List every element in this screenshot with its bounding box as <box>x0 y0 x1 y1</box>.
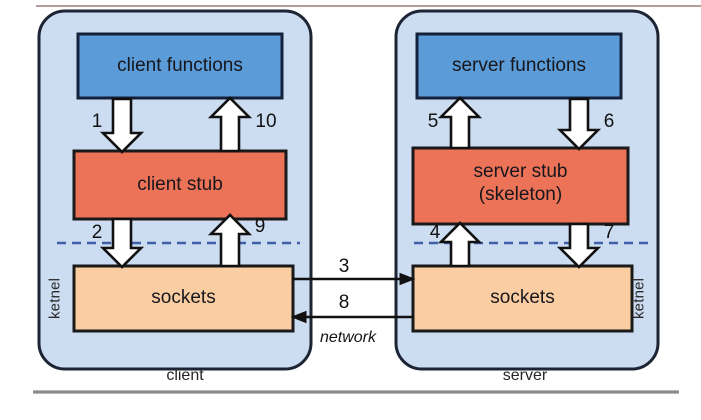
arrow-6-down <box>556 97 602 151</box>
client-functions-box <box>76 32 284 100</box>
server-sockets-label: sockets <box>490 287 555 308</box>
client-stub-box <box>72 149 288 221</box>
arrow-number-4: 4 <box>429 222 441 243</box>
server-functions-label: server functions <box>451 55 587 76</box>
network-reply-number: 8 <box>338 292 350 313</box>
network-request-arrowhead <box>399 272 416 286</box>
arrow-4-up <box>437 221 483 268</box>
arrow-7-down <box>556 222 602 269</box>
server-bottom-label: server <box>502 367 548 384</box>
network-reply-arrowhead <box>290 310 307 324</box>
client-functions-label: client functions <box>117 55 243 76</box>
server-stub-label-line1: server stub <box>473 161 568 182</box>
arrow-10-up <box>207 96 253 153</box>
network-label: network <box>319 329 377 346</box>
server-stub-box <box>411 146 630 226</box>
server-stub-label-line2: (skeleton) <box>478 184 563 205</box>
server-kernel-side-label: ketnel <box>630 277 648 320</box>
client-sockets-label: sockets <box>151 287 216 308</box>
server-functions-box <box>415 32 623 100</box>
arrow-2-down <box>99 217 145 269</box>
arrow-9-up <box>207 213 253 268</box>
arrow-1-down <box>99 97 145 154</box>
arrow-number-2: 2 <box>91 222 103 243</box>
client-stub-label: client stub <box>137 174 223 195</box>
arrow-number-5: 5 <box>427 111 439 132</box>
arrow-5-up <box>437 96 483 150</box>
arrow-number-9: 9 <box>254 216 266 237</box>
client-kernel-side-label: ketnel <box>46 277 64 320</box>
client-bottom-label: client <box>166 367 204 384</box>
network-request-number: 3 <box>338 256 350 277</box>
arrow-number-6: 6 <box>603 111 615 132</box>
server-sockets-box <box>411 264 634 333</box>
arrow-number-10: 10 <box>255 111 277 132</box>
arrow-number-7: 7 <box>603 222 615 243</box>
arrow-number-1: 1 <box>91 111 103 132</box>
client-sockets-box <box>72 264 295 333</box>
